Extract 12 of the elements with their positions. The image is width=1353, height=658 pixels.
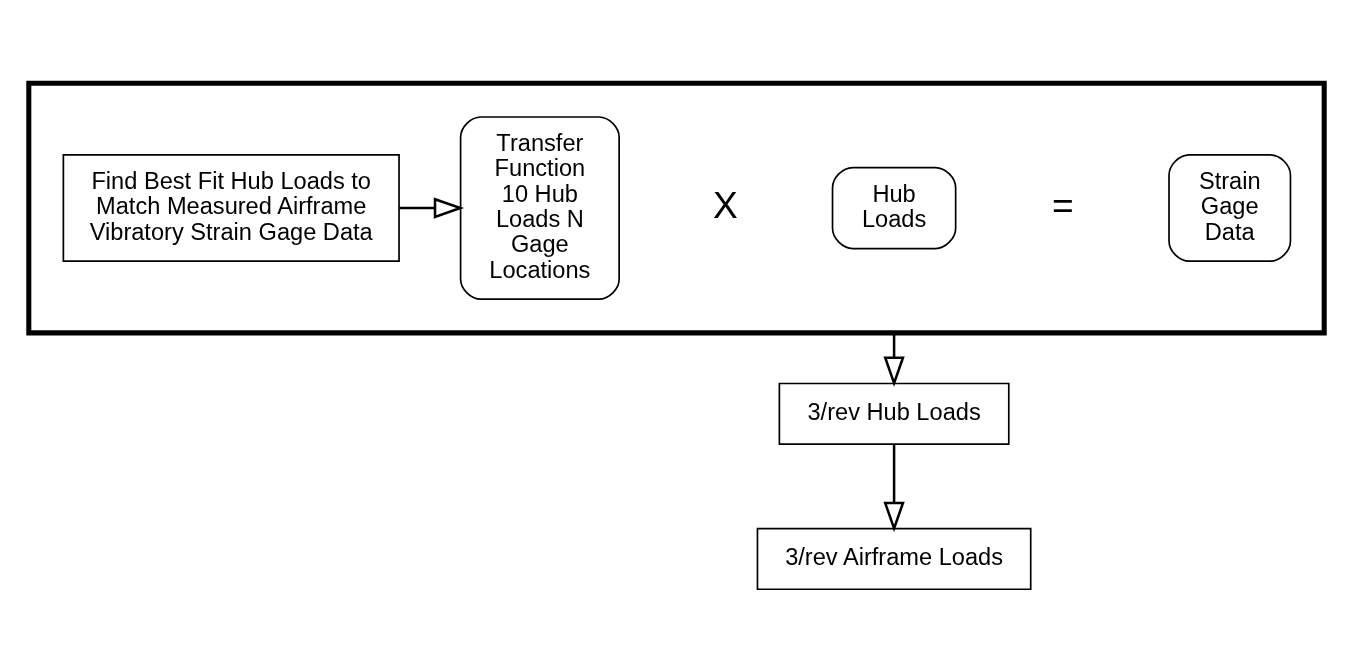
node-box: Find Best Fit Hub Loads to Match Measured Airframe Vibratory Strain Gage Data: [62, 153, 400, 262]
node-box: 3/rev Airframe Loads: [756, 527, 1032, 590]
label: =: [1051, 183, 1074, 225]
node-box: Transfer Function 10 Hub Loads N Gage Locations: [459, 115, 620, 300]
label: X: [713, 183, 738, 225]
node-box: Hub Loads: [831, 166, 957, 249]
arrow: [883, 444, 905, 532]
node-box: 3/rev Hub Loads: [778, 382, 1010, 445]
arrow: [399, 196, 465, 219]
arrow: [883, 332, 905, 387]
cluster: [26, 80, 1327, 335]
node-box: Strain Gage Data: [1168, 153, 1292, 262]
